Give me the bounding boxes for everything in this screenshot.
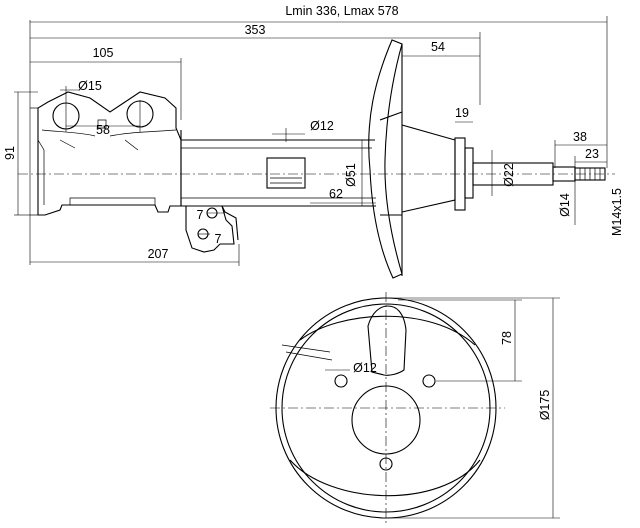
bracket-hole-spacing-label: 58 bbox=[96, 123, 110, 137]
plate-dia-dim bbox=[386, 297, 560, 519]
bracket-hole-dim bbox=[60, 86, 141, 132]
thread-spec-label: M14x1.5 bbox=[610, 188, 624, 236]
spring-seat-width-label: 54 bbox=[431, 40, 445, 54]
plate-dia-label: Ø175 bbox=[538, 390, 552, 421]
lower-length-label: 207 bbox=[148, 247, 169, 261]
stroke-range-label: Lmin 336, Lmax 578 bbox=[285, 4, 398, 18]
rod-dia-label: Ø14 bbox=[558, 193, 572, 217]
bracket-tab-1-label: 7 bbox=[197, 208, 204, 222]
bracket-length-dim bbox=[30, 58, 182, 120]
bracket-height-dim bbox=[14, 91, 38, 216]
lower-length-dim bbox=[30, 244, 240, 266]
bracket-hole-dia-label: Ø15 bbox=[78, 79, 102, 93]
tube-to-seat-label: 62 bbox=[329, 187, 343, 201]
bracket-height-label: 91 bbox=[3, 146, 17, 160]
plate-hole-dia-label: Ø12 bbox=[353, 361, 377, 375]
small-hole-dim bbox=[272, 128, 305, 142]
rod-dims bbox=[554, 140, 607, 168]
tube-dia-label: Ø51 bbox=[344, 163, 358, 187]
plate-hole-spacing-dim bbox=[398, 299, 522, 382]
seat-offset-label: 19 bbox=[455, 106, 469, 120]
knuckle-bracket bbox=[30, 91, 239, 253]
bracket-tab-2-label: 7 bbox=[215, 232, 222, 246]
strut-body bbox=[180, 130, 376, 207]
bracket-small-hole-label: Ø12 bbox=[310, 119, 334, 133]
spring-seat-side bbox=[368, 39, 474, 279]
thread-length-label: 23 bbox=[585, 147, 599, 161]
bracket-length-label: 105 bbox=[93, 46, 114, 60]
rod-dia-upper-label: Ø22 bbox=[502, 163, 516, 187]
overall-length-label: 353 bbox=[245, 23, 266, 37]
rod-length-label: 38 bbox=[573, 130, 587, 144]
overall-dimension-lines bbox=[29, 16, 608, 265]
plate-hole-spacing-label: 78 bbox=[500, 331, 514, 345]
